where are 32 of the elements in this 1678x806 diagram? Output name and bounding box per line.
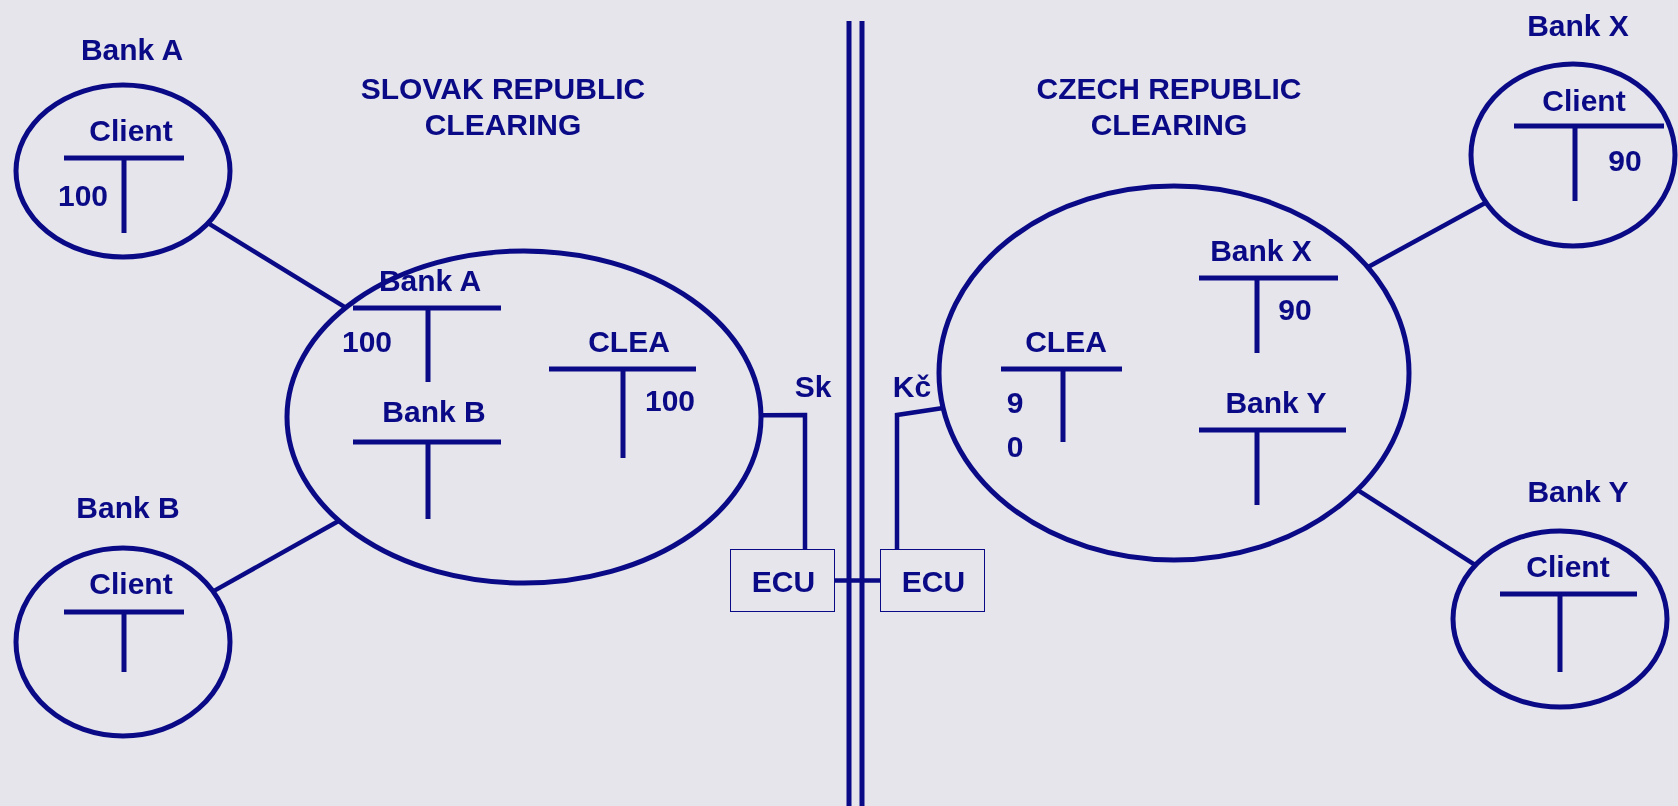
account-amount: 90 (1278, 292, 1312, 328)
account-amount: 100 (57, 178, 109, 214)
account-amount: 90 (1608, 143, 1642, 179)
account-name: Bank Y (1225, 385, 1327, 421)
account-name: CLEA (588, 324, 670, 360)
account-name: Client (1542, 83, 1626, 119)
currency-box (880, 549, 985, 612)
connector-line (894, 405, 944, 549)
connector-line (835, 578, 880, 583)
clearing-heading: CZECH REPUBLIC CLEARING (1035, 71, 1303, 143)
currency-box (730, 549, 835, 612)
connector-line (760, 412, 808, 549)
account-name: Bank X (1210, 233, 1312, 269)
bank-name: Bank Y (1526, 474, 1630, 510)
bank-name: Bank B (75, 490, 181, 526)
account-name: Bank B (382, 394, 486, 430)
account-name: Client (89, 113, 173, 149)
account-amount: 100 (644, 383, 696, 419)
connector-line (206, 221, 347, 310)
clearing-heading: SLOVAK REPUBLIC CLEARING (359, 71, 647, 143)
currency-code: ECU (901, 563, 966, 600)
bank-name: Bank A (79, 32, 185, 68)
account-amount: 100 (341, 324, 393, 360)
connector-line (1366, 200, 1488, 270)
account-name: Client (1526, 549, 1610, 585)
connector-line (212, 518, 341, 594)
account-name: Client (89, 566, 173, 602)
connector-line (1356, 488, 1477, 567)
currency-code: ECU (751, 563, 816, 600)
bank-name: Bank X (1526, 8, 1630, 44)
account-name: CLEA (1025, 324, 1107, 360)
account-amount: 9 0 (1006, 384, 1024, 464)
